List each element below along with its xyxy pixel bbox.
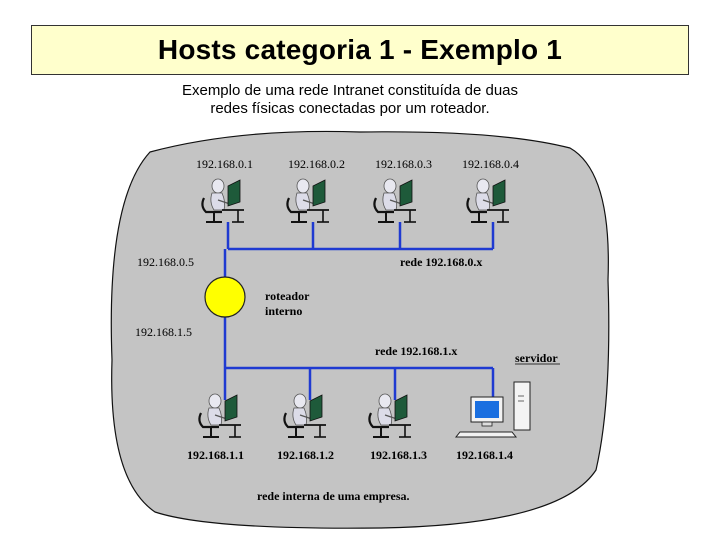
subtitle-line-2: redes físicas conectadas por um roteador… (210, 100, 490, 117)
router (204, 276, 246, 318)
host-label-top-2: 192.168.0.2 (288, 157, 345, 171)
subtitle-line-1: Exemplo de uma rede Intranet constituída… (181, 82, 519, 99)
host-label-top-3: 192.168.0.3 (375, 157, 432, 171)
host-label-bottom-3: 192.168.1.3 (370, 448, 427, 462)
subtitle: Exemplo de uma rede Intranet constituída… (140, 82, 560, 118)
host-label-bottom-2: 192.168.1.2 (277, 448, 334, 462)
router-ip-top: 192.168.0.5 (137, 255, 194, 269)
router-label-line-1: roteador (265, 289, 310, 303)
title-box: Hosts categoria 1 - Exemplo 1 (31, 25, 689, 75)
server-label: servidor (515, 351, 558, 365)
router-ip-bottom: 192.168.1.5 (135, 325, 192, 339)
page-title: Hosts categoria 1 - Exemplo 1 (157, 34, 563, 65)
network-label-bottom: rede 192.168.1.x (375, 344, 457, 358)
host-label-bottom-4: 192.168.1.4 (456, 448, 513, 462)
host-label-bottom-1: 192.168.1.1 (187, 448, 244, 462)
server-icon (454, 381, 531, 438)
router-label-line-2: interno (265, 304, 302, 318)
footer-caption: rede interna de uma empresa. (257, 489, 410, 503)
host-label-top-1: 192.168.0.1 (196, 157, 253, 171)
host-label-top-4: 192.168.0.4 (462, 157, 519, 171)
network-label-top: rede 192.168.0.x (400, 255, 482, 269)
